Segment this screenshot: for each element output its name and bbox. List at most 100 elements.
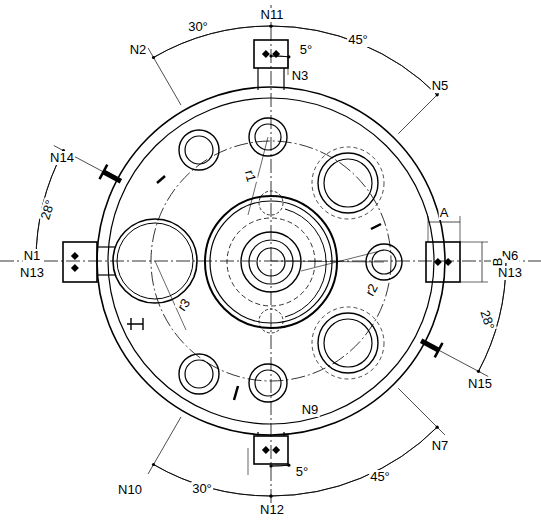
dimension-text: B (491, 257, 505, 268)
dimension-text: 45° (369, 470, 391, 484)
nozzle-mark: N7 (431, 439, 450, 453)
drawing-line (97, 274, 115, 275)
arc-end (269, 494, 272, 497)
nozzle-mark: N10 (117, 483, 143, 497)
dimension-text: 28° (477, 308, 497, 333)
arc-end (152, 463, 155, 466)
outline-circle (185, 360, 213, 388)
drawing-line (234, 386, 238, 400)
arc-end (269, 464, 272, 467)
dimension-text: 30° (191, 482, 213, 496)
drawing-line (398, 87, 445, 134)
nozzle-mark: N3 (291, 69, 310, 83)
outline-circle (205, 196, 337, 328)
inner-arc (285, 209, 326, 317)
nozzle-mark: N13 (497, 266, 523, 280)
angle-arc (36, 151, 64, 261)
arc-end (269, 24, 272, 27)
dimension-text: 5° (299, 43, 313, 57)
drawing-line (288, 56, 289, 75)
dimension-text: 5° (295, 465, 309, 479)
drawing-line (271, 261, 384, 262)
drawing-line (271, 5, 272, 516)
outline-circle (97, 87, 445, 435)
angle-arc (154, 26, 272, 57)
outline-circle (241, 232, 301, 292)
arc-end (269, 494, 272, 497)
drawing-line (283, 432, 284, 436)
arc-end (436, 426, 439, 429)
outline-circle (185, 136, 213, 164)
drawing-line (460, 216, 461, 242)
dimension-text: 28° (38, 198, 58, 223)
dimension-text: r3 (174, 295, 193, 314)
drawing-line (148, 417, 181, 474)
outline-circle (249, 364, 287, 402)
angle-arc (271, 56, 289, 58)
arc-end (287, 464, 290, 467)
support-lug (63, 242, 97, 282)
outline-circle (179, 130, 219, 170)
dimension-text: 30° (187, 20, 209, 34)
nozzle-mark: N9 (301, 403, 320, 417)
nozzle-mark: N15 (467, 377, 493, 391)
outline-circle (324, 159, 372, 207)
dimension-text: A (439, 206, 450, 220)
arc-end (152, 56, 155, 59)
drawing-line (460, 242, 488, 243)
outline-circle (179, 354, 219, 394)
drawing-line (157, 176, 165, 183)
outline-circle (259, 309, 283, 333)
angle-arc (271, 427, 437, 496)
support-lug (426, 242, 460, 282)
bolt-mark (71, 252, 79, 260)
nozzle-mark: N2 (129, 43, 148, 57)
outline-circle (227, 218, 315, 306)
nozzle-mark: N12 (259, 503, 285, 517)
outline-circle (255, 370, 281, 396)
drawing-line (248, 448, 249, 475)
bolt-mark (262, 50, 270, 58)
nozzle-mark: N14 (49, 151, 75, 165)
angle-arc (154, 465, 272, 496)
drawing-line (428, 216, 429, 242)
bolt-mark (71, 264, 79, 272)
bolt-mark (272, 50, 280, 58)
nozzle-mark: N5 (431, 79, 450, 93)
nozzle-mark: N11 (260, 8, 285, 22)
support-lug (254, 436, 288, 464)
bolt-mark (272, 446, 280, 454)
arc-end (269, 24, 272, 27)
outline-circle (312, 307, 384, 379)
support-lug (254, 40, 288, 68)
arc-end (436, 93, 439, 96)
outline-circle (318, 153, 378, 213)
drawing-line (97, 246, 115, 247)
arc-end (477, 370, 480, 373)
nozzle-mark: N13 (19, 266, 45, 280)
angle-arc (271, 26, 437, 95)
dimension-text: r2 (363, 281, 382, 300)
drawing-line (398, 388, 445, 435)
drawing-line (257, 432, 258, 436)
outline-circle (324, 319, 372, 367)
nozzle-mark: N1 (23, 249, 42, 263)
drawing-line (482, 242, 483, 282)
drawing-line (430, 346, 488, 377)
outline-circle (108, 98, 434, 424)
drawing-line (257, 68, 258, 90)
drawing-line (283, 68, 284, 90)
drawing-line (148, 48, 181, 105)
outline-circle (312, 147, 384, 219)
dimension-text: r1 (241, 168, 258, 185)
angle-arc (271, 465, 289, 467)
drawing-lines (0, 5, 541, 516)
drawing-line (371, 224, 381, 229)
outline-circle (318, 313, 378, 373)
arc-end (269, 54, 272, 57)
hinge-mark (127, 318, 143, 330)
bolt-mark (434, 258, 442, 266)
outline-circle (249, 240, 293, 284)
